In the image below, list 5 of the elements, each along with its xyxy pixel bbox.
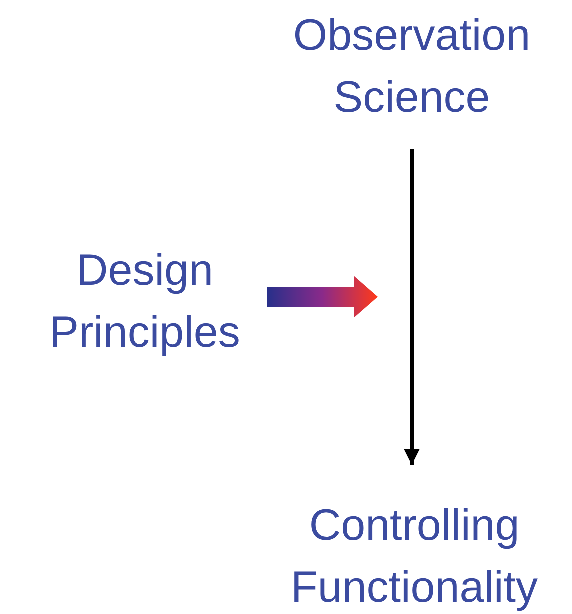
gradient-arrow [267,276,378,318]
node-text: Observation Science [262,5,562,129]
arrow [404,149,420,465]
node-text: Controlling Functionality [262,495,567,614]
node-text: Design Principles [25,240,265,364]
